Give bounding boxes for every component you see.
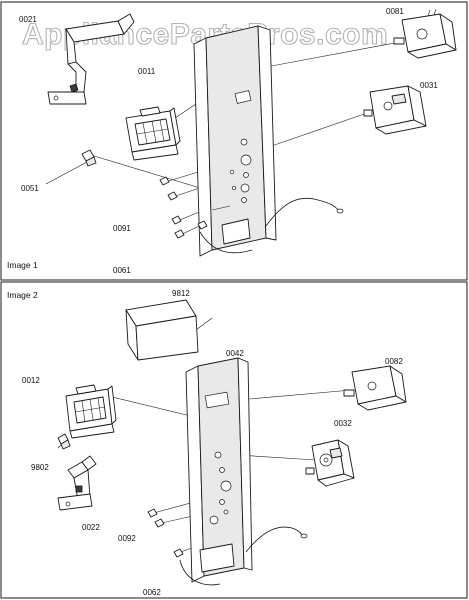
- image-2-label: Image 2: [7, 290, 38, 300]
- callout-0091: 0091: [113, 224, 131, 233]
- callout-9802: 9802: [31, 463, 49, 472]
- mounting-panel-image-2: [185, 357, 253, 583]
- thermostat-0082: [343, 365, 407, 411]
- bracket-0022: [57, 455, 97, 511]
- bracket-0021: [47, 13, 135, 105]
- leader-line: [237, 454, 317, 461]
- control-housing-0012: [65, 384, 117, 439]
- wire-terminal: [300, 533, 308, 539]
- screw-0062: [173, 548, 184, 558]
- control-housing-0011: [125, 106, 181, 161]
- leader-line: [259, 111, 371, 151]
- callout-0012: 0012: [22, 376, 40, 385]
- thermostat-0032: [305, 439, 355, 487]
- leader-line: [237, 389, 353, 401]
- screws-0061: [171, 215, 208, 239]
- leader-line: [249, 41, 401, 71]
- screws-0091: [159, 176, 178, 201]
- image-2: Image 2 9812 0042 0012 0082 0032 9802 00…: [7, 289, 407, 597]
- block-9812: [125, 299, 199, 361]
- wire-terminal: [336, 208, 344, 214]
- image-1: 0021 0081 0011 0031 0051 0091 0061 Image…: [7, 7, 457, 275]
- callout-0042: 0042: [226, 349, 244, 358]
- leader-line: [45, 161, 88, 185]
- callout-0032: 0032: [334, 419, 352, 428]
- callout-0062: 0062: [143, 588, 161, 597]
- callout-9812: 9812: [172, 289, 190, 298]
- wire-lead-image-1: [199, 231, 253, 254]
- wire-harness-image-1: [265, 197, 339, 227]
- callout-0061: 0061: [113, 266, 131, 275]
- image-2-frame: [0, 281, 468, 599]
- wire-harness-image-2: [245, 526, 303, 553]
- image-1-frame: [0, 1, 468, 281]
- thermostat-0031: [363, 85, 427, 135]
- callout-0092: 0092: [118, 534, 136, 543]
- screw-9802: [57, 433, 71, 450]
- callout-0081: 0081: [386, 7, 404, 16]
- leader-line: [195, 317, 213, 331]
- image-1-label: Image 1: [7, 260, 38, 270]
- callout-0051: 0051: [21, 184, 39, 193]
- callout-0011: 0011: [138, 67, 156, 76]
- screw-0051: [81, 149, 97, 167]
- mounting-panel-image-1: [193, 25, 277, 257]
- callout-0031: 0031: [420, 81, 438, 90]
- screws-0092: [147, 508, 165, 528]
- callout-0021: 0021: [19, 15, 37, 24]
- wire-lead-image-2: [179, 559, 221, 586]
- callout-0082: 0082: [385, 357, 403, 366]
- thermostat-0081: [393, 8, 457, 59]
- callout-0022: 0022: [82, 523, 100, 532]
